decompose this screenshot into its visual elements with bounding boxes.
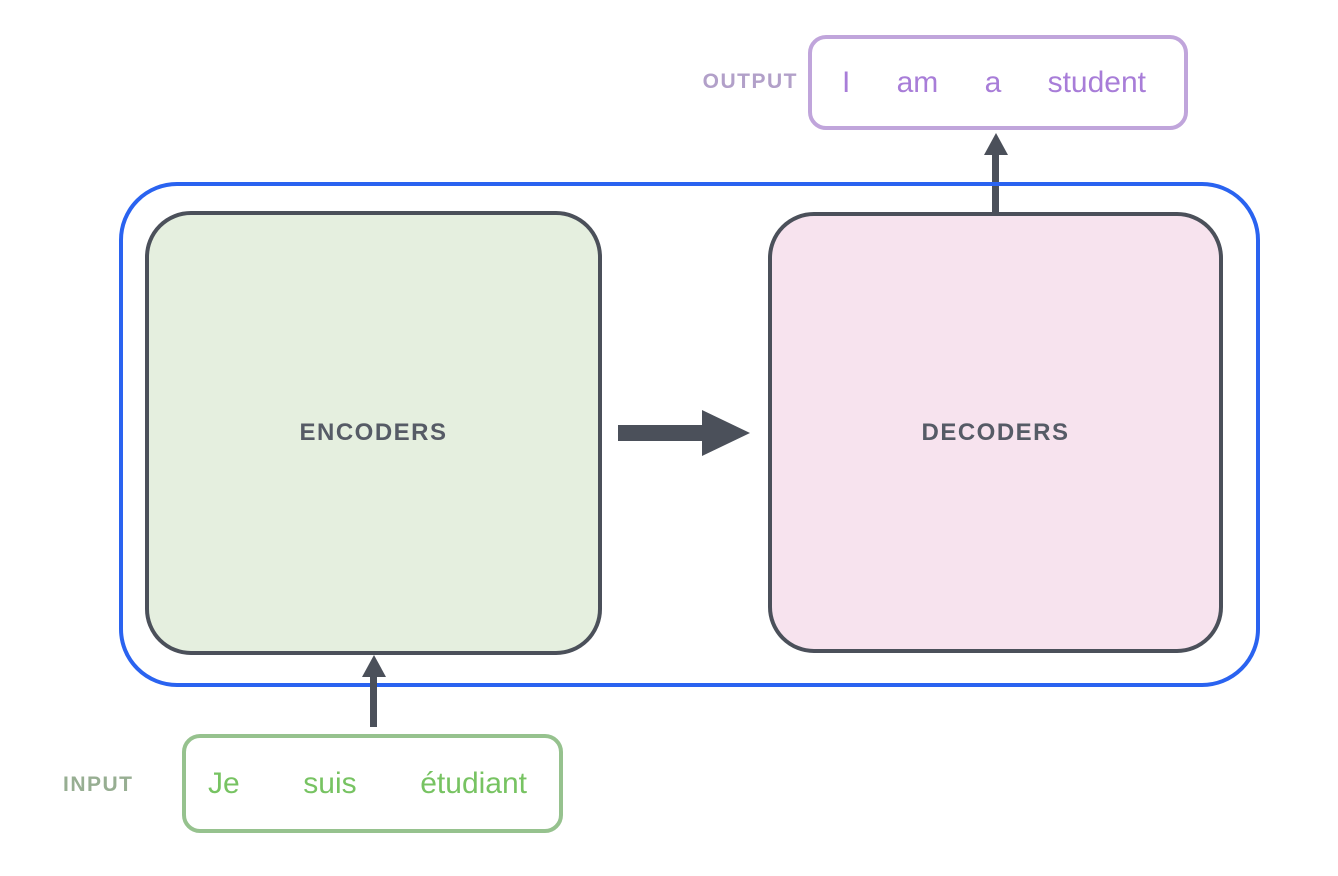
arrow-up-icon [362, 655, 386, 677]
output-word: am [896, 65, 939, 99]
encoders-label: ENCODERS [299, 419, 448, 446]
arrow-right-icon [702, 410, 750, 456]
output-word: I [842, 65, 851, 99]
decoders-label: DECODERS [921, 418, 1070, 446]
input-word: étudiant [420, 766, 527, 800]
encoders-block: ENCODERS [145, 211, 602, 655]
input-token-box: Je suis étudiant [182, 734, 563, 833]
output-label: OUTPUT [702, 70, 798, 93]
arrow-right-shaft [618, 425, 708, 441]
output-word: student [1047, 65, 1146, 99]
arrow-up-icon [984, 133, 1008, 155]
arrow-up-shaft [370, 672, 377, 727]
output-token-box: I am a student [808, 35, 1188, 130]
input-word: Je [208, 766, 240, 800]
transformer-outer-shell [119, 182, 1260, 687]
input-word: suis [303, 766, 357, 800]
decoders-block: DECODERS [768, 212, 1223, 653]
input-label: INPUT [63, 773, 134, 796]
output-word: a [984, 65, 1002, 99]
